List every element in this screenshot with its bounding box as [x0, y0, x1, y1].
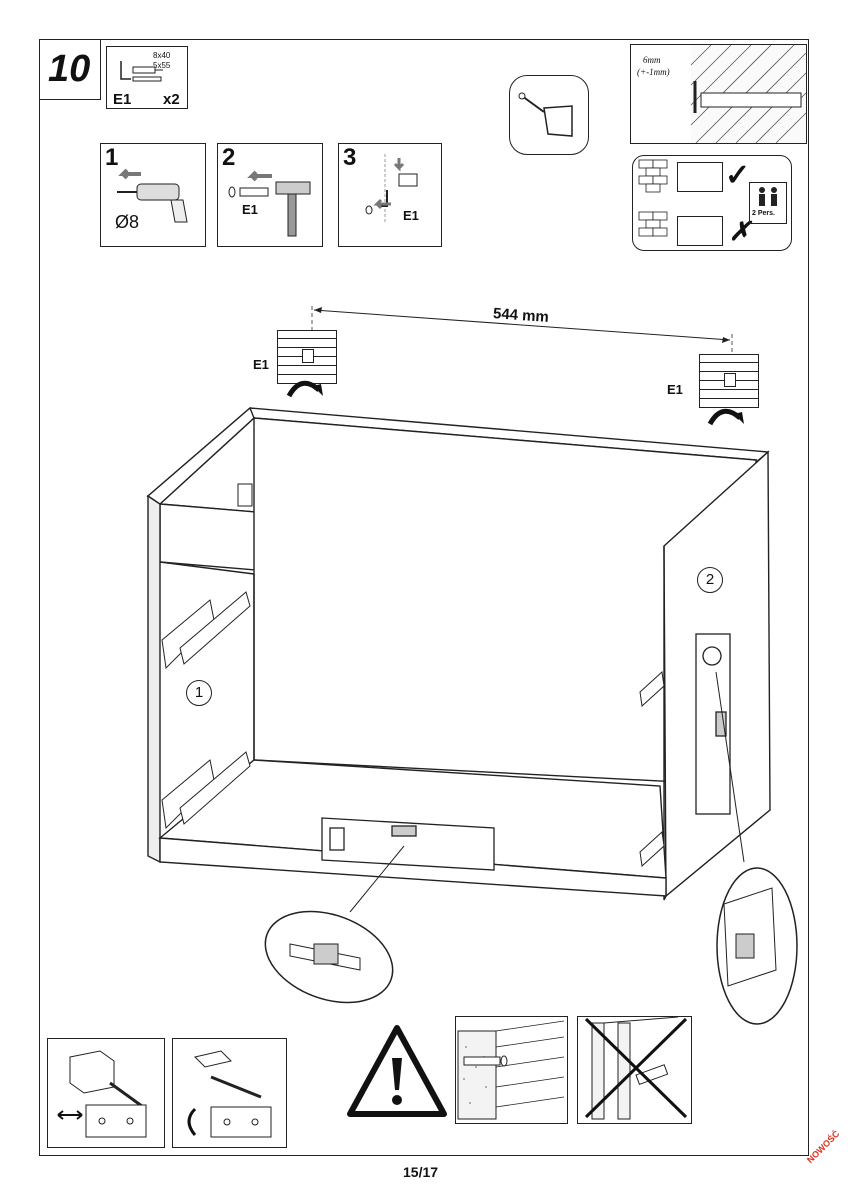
marker-1-label: 1 — [194, 684, 204, 701]
parts-dim-a: 8x40 — [153, 51, 171, 60]
marker-1: 1 — [186, 680, 212, 706]
parts-dim-b: 5x55 — [153, 61, 171, 70]
wall-spec-line2: (+-1mm) — [637, 67, 670, 77]
parts-qty: x2 — [163, 91, 180, 108]
incorrect-cross: ✗ — [729, 216, 751, 246]
dowel-and-hammer-icon — [228, 170, 311, 237]
drill-icon — [117, 168, 188, 223]
substep-2-label: E1 — [242, 202, 258, 217]
solid-wall-icon — [457, 1020, 565, 1120]
brick-wall-icon — [638, 159, 668, 237]
parts-label: E1 — [113, 91, 132, 108]
substep-3-label: E1 — [403, 208, 419, 223]
persons-label: 2 Pers. — [752, 210, 775, 217]
step-number: 10 — [48, 48, 91, 90]
trowel-icon — [518, 92, 573, 137]
substep-3-number: 3 — [343, 144, 357, 171]
two-persons-icon — [759, 187, 777, 206]
right-hook-label: E1 — [667, 382, 683, 397]
left-hook-rotate-arrow-icon — [286, 380, 323, 398]
left-hook-detail — [277, 330, 337, 384]
two-person-check-box: ✓ ✗ 2 Pers. — [632, 155, 792, 251]
substep-1-number: 1 — [105, 144, 119, 171]
substep-2-box: 2 E1 — [217, 143, 323, 247]
warning-icon — [347, 1025, 447, 1117]
left-hook-bracket-icon — [302, 349, 314, 363]
hollow-wall-box — [577, 1016, 692, 1124]
hollow-wall-icon — [584, 1016, 688, 1120]
right-hook-bracket-icon — [724, 373, 736, 387]
hook-mount-icon — [365, 154, 418, 224]
adjust-detail-box-2 — [172, 1038, 287, 1148]
marker-2-label: 2 — [705, 571, 715, 588]
marker-2: 2 — [697, 567, 723, 593]
right-hook-detail — [699, 354, 759, 408]
trowel-tool-box — [509, 75, 589, 155]
wall-hatch — [690, 44, 807, 144]
drill-size-label: Ø8 — [115, 212, 140, 232]
left-hook-label: E1 — [253, 357, 269, 372]
cabinet-incorrect-icon — [677, 216, 723, 246]
hanger-adjust-icon-2 — [187, 1050, 272, 1138]
cabinet-correct-icon — [677, 162, 723, 192]
persons-badge: 2 Pers. — [749, 182, 787, 224]
page-frame — [39, 39, 809, 1156]
wall-spec-line1: 6mm — [643, 55, 661, 65]
substep-3-box: 3 E1 — [338, 143, 442, 247]
substep-1-box: 1 Ø8 — [100, 143, 206, 247]
hanger-adjust-icon-1 — [57, 1050, 147, 1138]
parts-box: 8x40 5x55 E1 x2 — [106, 46, 188, 109]
adjust-detail-box-1 — [47, 1038, 165, 1148]
wall-anchor-detail-box: 6mm (+-1mm) — [630, 44, 807, 144]
solid-wall-box — [455, 1016, 568, 1124]
screw-and-dowel-icon — [120, 61, 163, 82]
substep-2-number: 2 — [222, 144, 236, 171]
page-number: 15/17 — [403, 1164, 439, 1180]
right-hook-rotate-arrow-icon — [707, 408, 744, 426]
step-number-box: 10 — [39, 39, 101, 100]
correct-checkmark: ✓ — [725, 159, 751, 192]
